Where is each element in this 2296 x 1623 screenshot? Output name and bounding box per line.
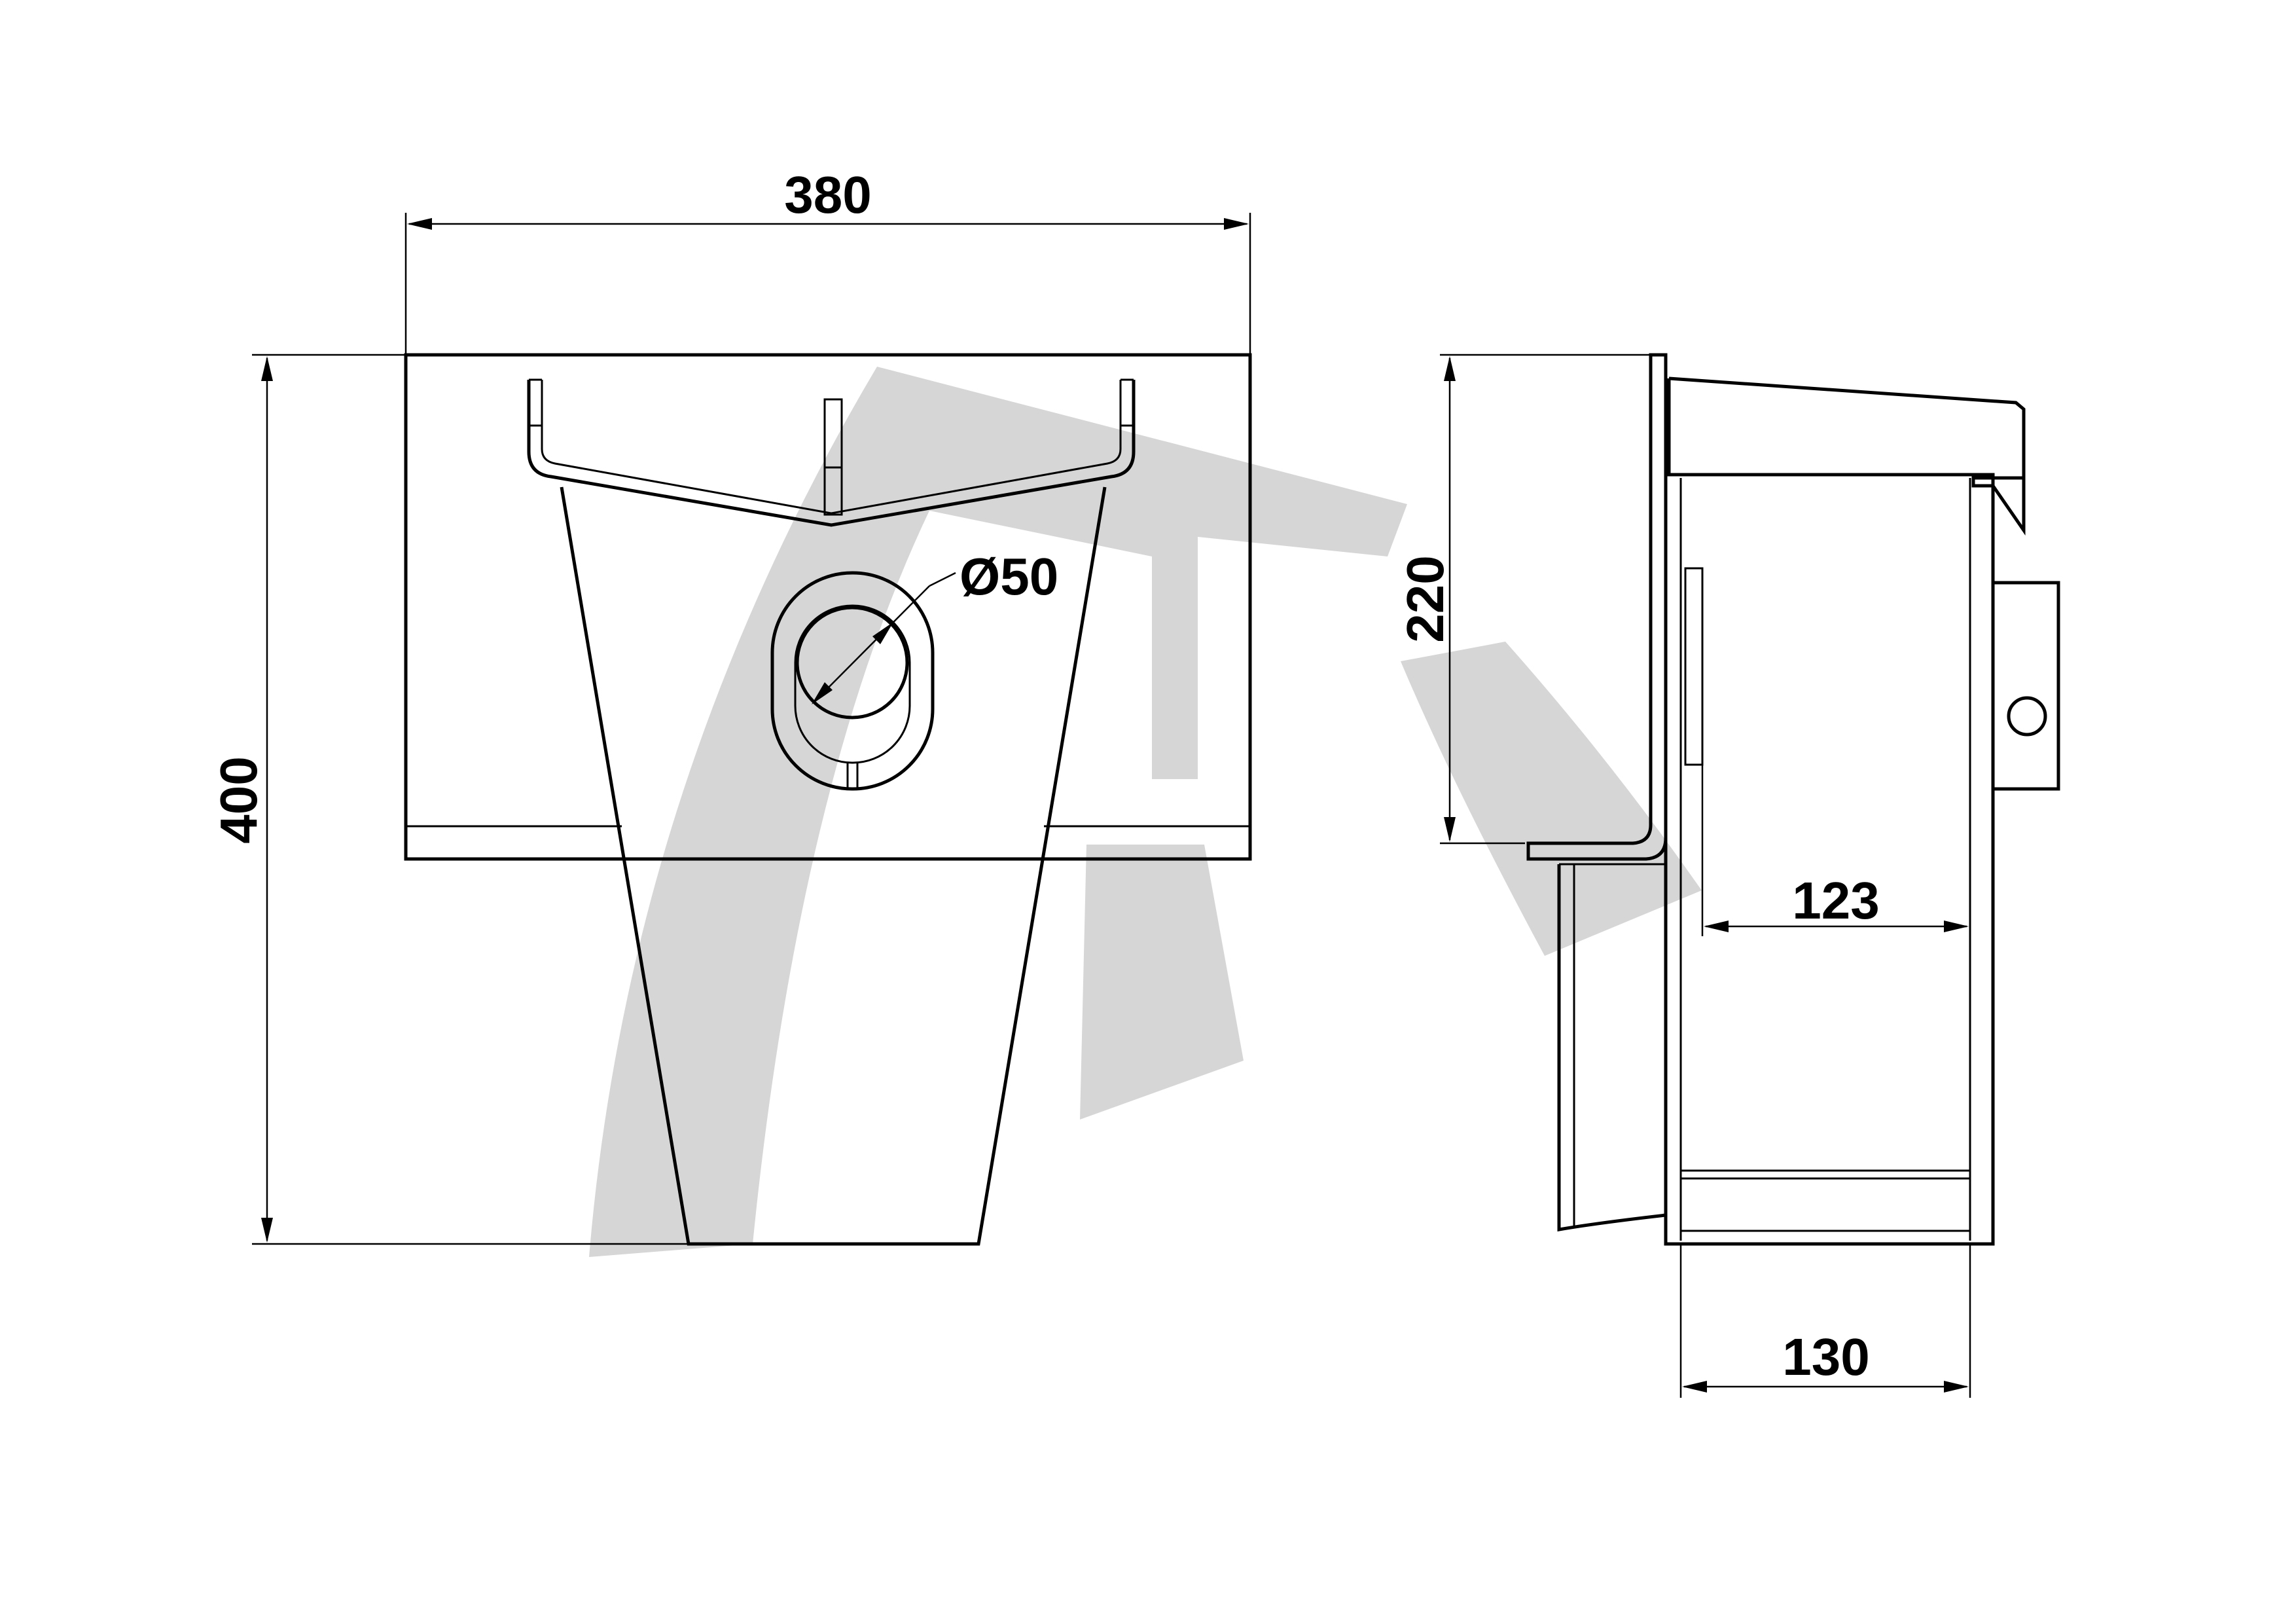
side-outlet-circle xyxy=(2007,696,2047,737)
side-view xyxy=(1526,353,2060,1246)
side-flange-height-label: 220 xyxy=(1396,555,1454,642)
front-height-dimension: 400 xyxy=(209,354,687,1245)
front-width-dimension: 380 xyxy=(404,166,1251,354)
side-overall-depth-label: 130 xyxy=(1782,1328,1869,1386)
front-body-outline xyxy=(560,486,1107,1246)
watermark-logo xyxy=(589,367,1702,1257)
outlet-circle xyxy=(795,606,909,720)
front-width-label: 380 xyxy=(784,166,871,224)
outlet-diameter-label: Ø50 xyxy=(960,547,1058,606)
side-inner-depth-dimension: 123 xyxy=(1701,765,1969,936)
front-view xyxy=(404,353,1252,1246)
outlet-diameter-dimension: Ø50 xyxy=(812,547,1058,704)
front-flange-outline xyxy=(404,353,1252,861)
front-height-label: 400 xyxy=(209,756,268,843)
side-body-outline xyxy=(1664,473,1995,1246)
side-outlet-block xyxy=(1991,581,2060,791)
outlet-ring xyxy=(770,571,935,791)
side-flange-height-dimension: 220 xyxy=(1396,354,1649,845)
side-inner-depth-label: 123 xyxy=(1792,871,1879,930)
side-overall-depth-dimension: 130 xyxy=(1679,1244,1971,1398)
